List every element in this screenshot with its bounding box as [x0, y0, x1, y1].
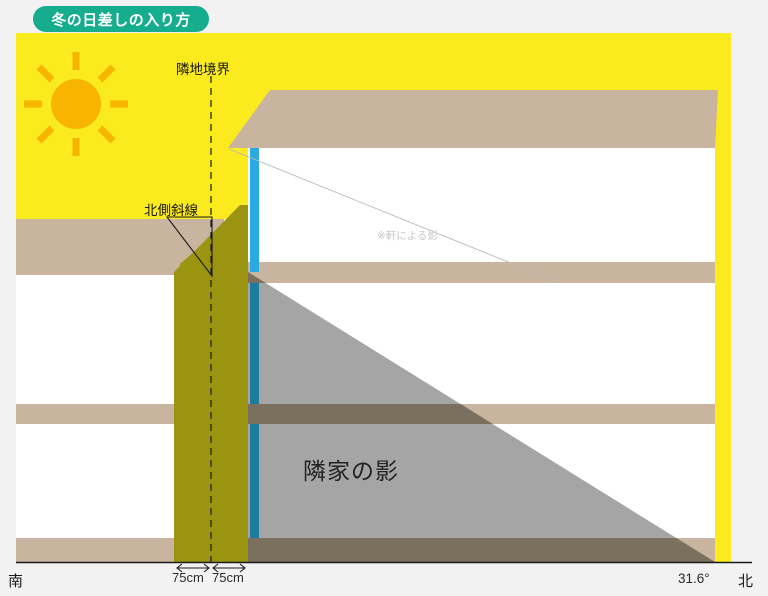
label-boundary: 隣地境界: [176, 62, 230, 77]
label-north-slope: 北側斜線: [144, 203, 198, 218]
dimension-arrows: [176, 563, 246, 573]
gap-shadow-upper: [174, 205, 248, 279]
label-sun-angle: 31.6°: [678, 571, 710, 586]
north-slope-triangle: [165, 216, 213, 278]
eaves-shadow-line: [228, 148, 561, 284]
neighbor-window-shaded-upper: [250, 283, 259, 404]
neighbor-house-roof: [228, 90, 718, 148]
label-north: 北: [738, 573, 754, 590]
label-neighbor-shadow: 隣家の影: [303, 458, 399, 484]
neighbor-window-sunlit: [250, 148, 259, 272]
own-house-shaded-wall: [174, 279, 240, 562]
neighbor-floor-slab-upper: [248, 262, 715, 283]
own-house-floor-slab: [16, 404, 224, 424]
page-title-text: 冬の日差しの入り方: [51, 11, 191, 29]
neighbor-window-shaded-lower: [250, 424, 259, 538]
sky-column-right: [715, 33, 731, 562]
label-dimension-right: 75cm: [212, 570, 244, 585]
page-title-badge: 冬の日差しの入り方: [33, 6, 209, 32]
label-eaves-shadow: ※軒による影: [377, 230, 438, 242]
label-south: 南: [8, 573, 24, 590]
label-dimension-left: 75cm: [172, 570, 204, 585]
sun-icon: [24, 52, 128, 156]
